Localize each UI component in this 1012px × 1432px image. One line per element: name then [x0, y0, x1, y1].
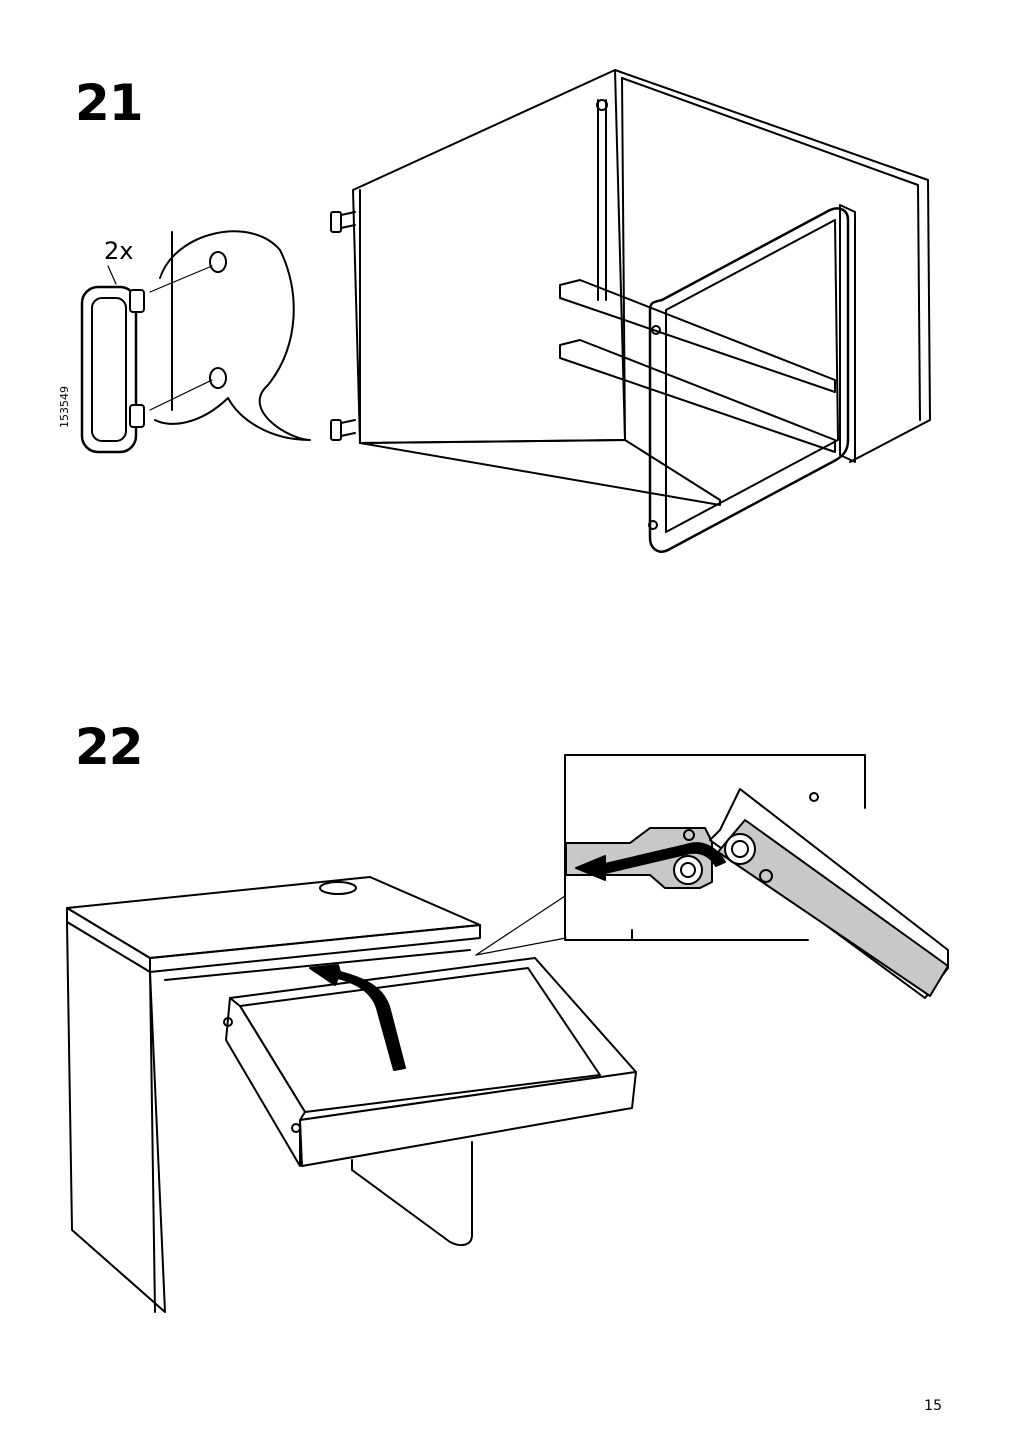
page-number: 15 [924, 1398, 942, 1414]
desk [67, 877, 480, 1312]
zoom-detail-circle [150, 231, 310, 440]
cabinet-frame [331, 70, 930, 552]
step-21-number: 21 [75, 74, 144, 132]
detail-box [565, 755, 948, 998]
quantity-label: 2x [104, 237, 134, 265]
drawer [224, 958, 636, 1166]
glide-part [82, 266, 144, 452]
step-22-number: 22 [75, 718, 144, 776]
push-arrow [310, 965, 405, 1070]
